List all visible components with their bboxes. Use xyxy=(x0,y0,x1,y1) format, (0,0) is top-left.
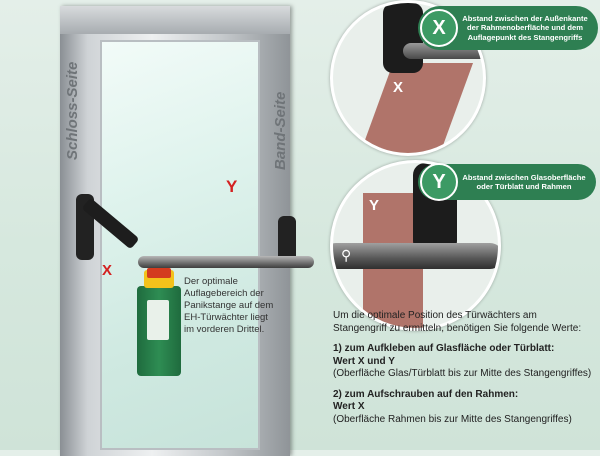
panic-bar-right-arm xyxy=(278,216,296,264)
door-guard-alarm-button xyxy=(147,268,171,278)
wall-surface xyxy=(352,63,474,153)
label-lock-side: Schloss-Seite xyxy=(64,61,81,160)
door-glass xyxy=(100,40,260,450)
door-guard-label xyxy=(147,300,169,340)
instructions-item1-values: Wert X und Y xyxy=(333,355,395,367)
instructions-intro: Um die optimale Position des Türwächters… xyxy=(333,310,582,334)
instructions-item2-values: Wert X xyxy=(333,401,365,412)
marker-y: Y xyxy=(226,177,238,196)
label-hinge-side: Band-Seite xyxy=(272,91,289,170)
callout-x-letter: X xyxy=(420,9,458,47)
callout-x: X Abstand zwischen der Außenkante der Ra… xyxy=(418,6,598,50)
door-frame-top xyxy=(60,6,290,34)
instructions-item1-note: (Oberfläche Glas/Türblatt bis zur Mitte … xyxy=(333,368,592,379)
panic-bar xyxy=(138,256,314,268)
instructions: Um die optimale Position des Türwächters… xyxy=(333,310,593,426)
handle-bracket xyxy=(383,3,423,73)
callout-x-text: Abstand zwischen der Außenkante der Rahm… xyxy=(462,13,588,42)
detail-y-label: Y xyxy=(369,197,380,214)
callout-y: Y Abstand zwischen Glasoberfläche oder T… xyxy=(418,163,596,201)
instructions-item2-note: (Oberfläche Rahmen bis zur Mitte des Sta… xyxy=(333,413,572,425)
instructions-item1-title: 1) zum Aufkleben auf Glasfläche oder Tür… xyxy=(333,343,555,354)
marker-x: X xyxy=(102,262,113,279)
detail-x-label: X xyxy=(393,79,404,96)
magnifier-icon: ⚲ xyxy=(341,247,352,263)
instructions-item2-title: 2) zum Aufschrauben auf den Rahmen: xyxy=(333,388,519,400)
callout-y-letter: Y xyxy=(420,163,458,201)
bar-handle xyxy=(333,243,498,269)
callout-y-text: Abstand zwischen Glasoberfläche oder Tür… xyxy=(462,172,586,192)
optimal-area-text: Der optimale Auflagebereich der Paniksta… xyxy=(184,276,274,335)
